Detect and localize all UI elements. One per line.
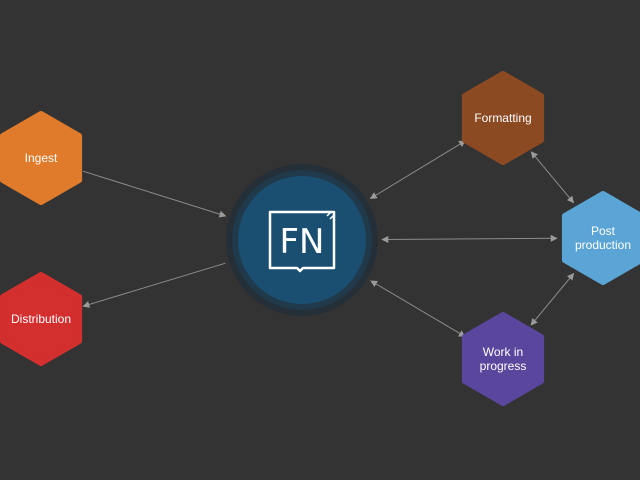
formatting-label: Formatting bbox=[474, 111, 531, 125]
ingest-label: Ingest bbox=[25, 151, 58, 165]
fn-logo-icon bbox=[268, 210, 336, 273]
connector-formatting-post-production bbox=[530, 151, 575, 204]
distribution-hexagon bbox=[0, 272, 83, 366]
post-production-label: Post bbox=[591, 224, 616, 238]
node-formatting[interactable]: Formatting bbox=[461, 71, 545, 165]
connector-post-production-work-in-progress bbox=[530, 272, 575, 326]
connector-hub-formatting bbox=[369, 140, 466, 199]
node-ingest[interactable]: Ingest bbox=[0, 111, 83, 205]
ingest-hexagon bbox=[0, 111, 83, 205]
hub-node: FN bbox=[226, 164, 378, 316]
distribution-label: Distribution bbox=[11, 312, 71, 326]
formatting-hexagon bbox=[461, 71, 545, 165]
work-in-progress-hexagon bbox=[461, 312, 545, 406]
connector-ingest-hub bbox=[82, 170, 227, 218]
connector-hub-distribution bbox=[82, 262, 226, 308]
work-in-progress-label: progress bbox=[480, 359, 527, 373]
post-production-hexagon bbox=[561, 191, 640, 285]
post-production-label: production bbox=[575, 238, 631, 252]
connector-hub-post-production bbox=[381, 234, 558, 243]
hub-label: FN bbox=[280, 222, 325, 262]
hub-core bbox=[238, 176, 366, 304]
connector-layer bbox=[82, 140, 575, 338]
node-distribution[interactable]: Distribution bbox=[0, 272, 83, 366]
work-in-progress-label: Work in bbox=[483, 345, 523, 359]
connector-hub-work-in-progress bbox=[370, 280, 466, 338]
